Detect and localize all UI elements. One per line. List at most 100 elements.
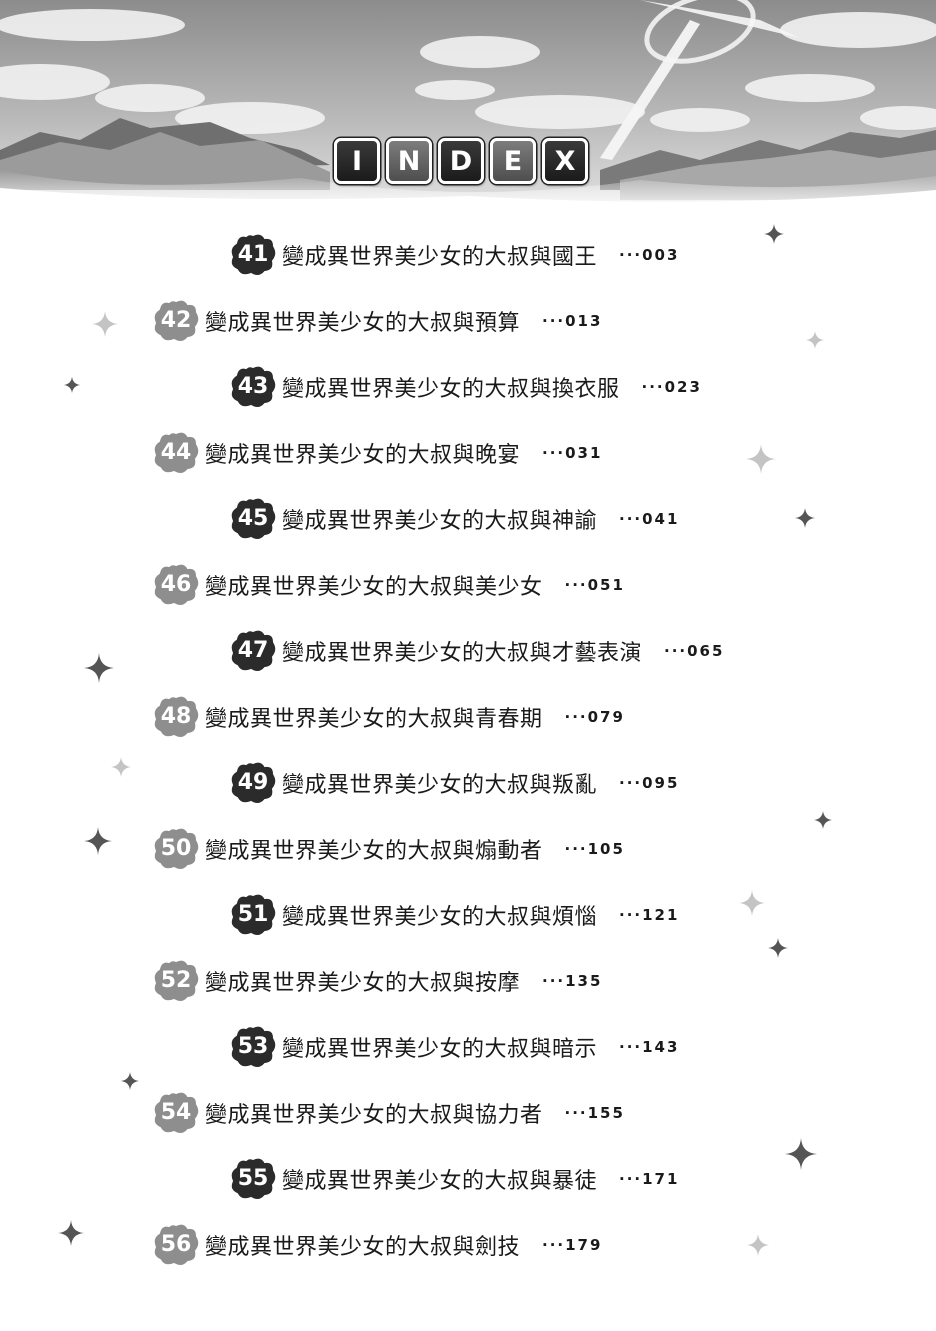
sparkle-icon: [84, 653, 114, 683]
toc-entry-50[interactable]: 50 變成異世界美少女的大叔與煽動者 ···105: [151, 825, 625, 873]
toc-entry-44[interactable]: 44 變成異世界美少女的大叔與晚宴 ···031: [151, 429, 602, 477]
chapter-number: 56: [160, 1231, 192, 1257]
chapter-title: 變成異世界美少女的大叔與青春期: [205, 707, 543, 732]
chapter-number: 48: [160, 703, 192, 729]
toc-entry-46[interactable]: 46 變成異世界美少女的大叔與美少女 ···051: [151, 561, 625, 609]
sparkle-icon: [746, 444, 776, 474]
chapter-number: 50: [160, 835, 192, 861]
chapter-title: 變成異世界美少女的大叔與按摩: [205, 971, 521, 996]
page-number: ···031: [542, 444, 603, 462]
index-letter-e: E: [490, 138, 536, 184]
toc-entry-53[interactable]: 53 變成異世界美少女的大叔與暗示 ···143: [228, 1023, 679, 1071]
sparkle-icon: [795, 508, 815, 528]
sparkle-icon: [814, 811, 832, 829]
chapter-title: 變成異世界美少女的大叔與暗示: [282, 1037, 598, 1062]
chapter-title: 變成異世界美少女的大叔與預算: [205, 311, 521, 336]
page-number: ···051: [564, 576, 625, 594]
sparkle-icon: [92, 311, 118, 337]
chapter-title: 變成異世界美少女的大叔與叛亂: [282, 773, 598, 798]
chapter-title: 變成異世界美少女的大叔與換衣服: [282, 377, 620, 402]
toc-entry-42[interactable]: 42 變成異世界美少女的大叔與預算 ···013: [151, 297, 602, 345]
chapter-number-badge: 42: [151, 297, 201, 345]
toc-entry-45[interactable]: 45 變成異世界美少女的大叔與神諭 ···041: [228, 495, 679, 543]
sparkle-icon: [64, 377, 80, 393]
page-number: ···105: [564, 840, 625, 858]
sparkle-icon: [111, 757, 131, 777]
index-letter-x: X: [542, 138, 588, 184]
chapter-number-badge: 55: [228, 1155, 278, 1203]
chapter-number-badge: 47: [228, 627, 278, 675]
chapter-number-badge: 53: [228, 1023, 278, 1071]
chapter-number: 41: [237, 241, 269, 267]
page-number: ···065: [664, 642, 725, 660]
header-illustration: [0, 0, 936, 215]
sparkle-icon: [764, 224, 784, 244]
chapter-title: 變成異世界美少女的大叔與美少女: [205, 575, 543, 600]
sparkle-icon: [121, 1072, 139, 1090]
page-number: ···121: [619, 906, 680, 924]
chapter-title: 變成異世界美少女的大叔與劍技: [205, 1235, 521, 1260]
chapter-number: 43: [237, 373, 269, 399]
sparkle-icon: [84, 827, 112, 855]
toc-entry-43[interactable]: 43 變成異世界美少女的大叔與換衣服 ···023: [228, 363, 702, 411]
page-number: ···095: [619, 774, 680, 792]
sparkle-icon: [806, 331, 824, 349]
chapter-title: 變成異世界美少女的大叔與暴徒: [282, 1169, 598, 1194]
index-letter-n: N: [386, 138, 432, 184]
sparkle-icon: [785, 1138, 817, 1170]
chapter-number-badge: 45: [228, 495, 278, 543]
page-number: ···171: [619, 1170, 680, 1188]
sparkle-icon: [768, 938, 788, 958]
chapter-number-badge: 41: [228, 231, 278, 279]
toc-entry-48[interactable]: 48 變成異世界美少女的大叔與青春期 ···079: [151, 693, 625, 741]
page-number: ···079: [564, 708, 625, 726]
chapter-number: 55: [237, 1165, 269, 1191]
toc-entry-55[interactable]: 55 變成異世界美少女的大叔與暴徒 ···171: [228, 1155, 679, 1203]
page-number: ···179: [542, 1236, 603, 1254]
page-number: ···003: [619, 246, 680, 264]
chapter-number-badge: 46: [151, 561, 201, 609]
sparkle-icon: [58, 1220, 84, 1246]
toc-entry-52[interactable]: 52 變成異世界美少女的大叔與按摩 ···135: [151, 957, 602, 1005]
toc-entry-51[interactable]: 51 變成異世界美少女的大叔與煩惱 ···121: [228, 891, 679, 939]
chapter-title: 變成異世界美少女的大叔與國王: [282, 245, 598, 270]
toc-entry-47[interactable]: 47 變成異世界美少女的大叔與才藝表演 ···065: [228, 627, 724, 675]
chapter-number-badge: 48: [151, 693, 201, 741]
page-number: ···143: [619, 1038, 680, 1056]
chapter-number: 42: [160, 307, 192, 333]
index-letter-d: D: [438, 138, 484, 184]
sparkle-icon: [747, 1234, 769, 1256]
page-number: ···041: [619, 510, 680, 528]
index-letter-i: I: [334, 138, 380, 184]
sparkle-icon: [739, 890, 765, 916]
chapter-title: 變成異世界美少女的大叔與煽動者: [205, 839, 543, 864]
page-number: ···013: [542, 312, 603, 330]
toc-entry-41[interactable]: 41 變成異世界美少女的大叔與國王 ···003: [228, 231, 679, 279]
chapter-number-badge: 54: [151, 1089, 201, 1137]
chapter-number: 53: [237, 1033, 269, 1059]
chapter-number-badge: 49: [228, 759, 278, 807]
chapter-number: 54: [160, 1099, 192, 1125]
chapter-number-badge: 56: [151, 1221, 201, 1269]
chapter-number: 49: [237, 769, 269, 795]
chapter-number-badge: 52: [151, 957, 201, 1005]
page-number: ···135: [542, 972, 603, 990]
chapter-title: 變成異世界美少女的大叔與神諭: [282, 509, 598, 534]
chapter-title: 變成異世界美少女的大叔與協力者: [205, 1103, 543, 1128]
sky-mountain-illustration: [0, 0, 936, 215]
chapter-number: 51: [237, 901, 269, 927]
chapter-number: 47: [237, 637, 269, 663]
chapter-number-badge: 51: [228, 891, 278, 939]
chapter-number-badge: 43: [228, 363, 278, 411]
toc-entry-49[interactable]: 49 變成異世界美少女的大叔與叛亂 ···095: [228, 759, 679, 807]
chapter-number-badge: 44: [151, 429, 201, 477]
chapter-title: 變成異世界美少女的大叔與晚宴: [205, 443, 521, 468]
chapter-number: 46: [160, 571, 192, 597]
chapter-number: 52: [160, 967, 192, 993]
toc-entry-56[interactable]: 56 變成異世界美少女的大叔與劍技 ···179: [151, 1221, 602, 1269]
chapter-title: 變成異世界美少女的大叔與才藝表演: [282, 641, 643, 666]
chapter-number: 45: [237, 505, 269, 531]
toc-entry-54[interactable]: 54 變成異世界美少女的大叔與協力者 ···155: [151, 1089, 625, 1137]
page-number: ···155: [564, 1104, 625, 1122]
